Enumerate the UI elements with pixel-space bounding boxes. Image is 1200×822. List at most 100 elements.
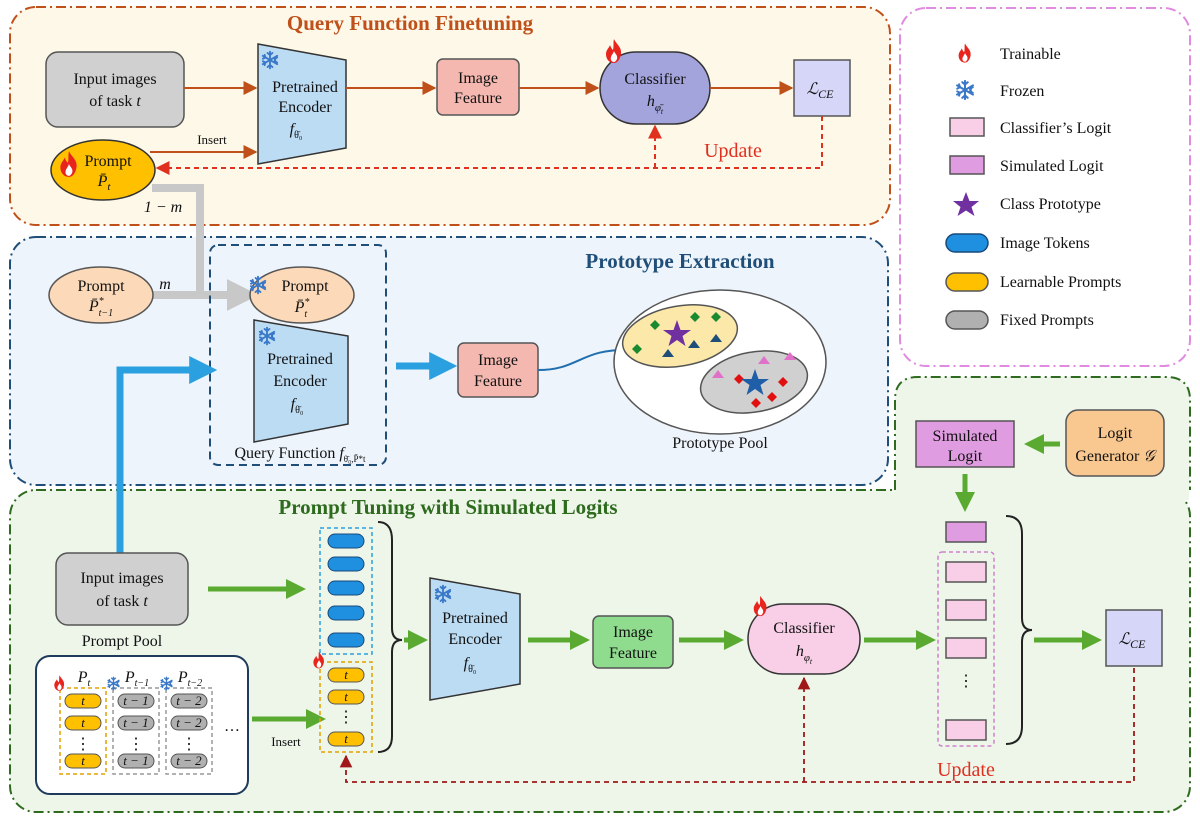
tuning-section-title: Prompt Tuning with Simulated Logits <box>278 495 617 519</box>
tuning-loss-box <box>1105 609 1163 667</box>
legend-label-fixed-prompts: Fixed Prompts <box>1000 312 1094 329</box>
svg-text:t: t <box>344 667 348 682</box>
pool-column-previous-1-header: Pt−1 <box>124 669 149 689</box>
simulated-logit-label-line1: Simulated <box>933 428 998 445</box>
cluster-1-points <box>632 312 722 357</box>
encoder-symbol: fθ̄₀ <box>290 121 303 141</box>
svg-text:t: t <box>81 715 85 730</box>
svg-text:t − 1: t − 1 <box>123 715 148 730</box>
feature-label-line2: Feature <box>609 645 657 662</box>
encoder-label-line1: Pretrained <box>272 79 338 96</box>
insert-label: Insert <box>197 132 227 147</box>
encoder-label-line1: Pretrained <box>442 610 508 627</box>
cluster-2-points <box>712 352 796 408</box>
classifier-label: Classifier <box>773 620 835 637</box>
simulated-logit-box <box>915 420 1015 468</box>
classifier-symbol: hφ̄t <box>647 93 664 116</box>
tokens-right-brace <box>377 521 403 753</box>
old-prompt <box>48 266 154 324</box>
pool-hdots: … <box>224 718 240 735</box>
tuning-pretrained-encoder <box>429 577 521 701</box>
prompt-symbol: P̄t <box>97 173 112 193</box>
encoder-symbol: fθ̄₀ <box>291 396 304 416</box>
svg-text:⋮: ⋮ <box>181 736 197 753</box>
svg-text:t − 2: t − 2 <box>176 693 202 708</box>
query-prompt <box>50 139 156 201</box>
svg-text:t: t <box>344 689 348 704</box>
blue-arrow-input-to-query <box>116 356 218 553</box>
prototype-pretrained-encoder <box>253 319 349 443</box>
insert-label: Insert <box>271 734 301 749</box>
classifier-logits-box <box>937 551 995 747</box>
star-icon <box>663 320 691 346</box>
query-section-title: Query Function Finetuning <box>287 11 534 35</box>
pool-tokens-previous-2: t − 2 t − 2 ⋮ t − 2 <box>170 693 208 769</box>
image-tokens <box>327 533 365 648</box>
legend-label-image-tokens: Image Tokens <box>1000 235 1090 252</box>
tuning-input-images-box <box>55 552 189 626</box>
old-prompt-symbol: P̄*t−1 <box>88 296 113 319</box>
svg-text:t: t <box>344 731 348 746</box>
feature-label-line2: Feature <box>474 373 522 390</box>
legend: Trainable Frozen Classifier’s Logit Simu… <box>945 43 1121 330</box>
update-label: Update <box>937 759 995 781</box>
learnable-prompts-box <box>319 661 373 753</box>
svg-text:t − 1: t − 1 <box>123 693 148 708</box>
svg-text:t: t <box>81 753 85 768</box>
query-function-box <box>209 244 387 466</box>
input-images-box <box>45 51 185 128</box>
tuning-update-dashed-path <box>339 668 1135 783</box>
simulated-logit-label-line2: Logit <box>948 448 983 465</box>
new-prompt <box>249 266 355 324</box>
pool-column-previous-1 <box>112 687 160 775</box>
classifier-logit-swatch <box>949 117 985 137</box>
feature-label-line2: Feature <box>454 90 502 107</box>
pool-tokens-previous-1: t − 1 t − 1 ⋮ t − 1 <box>117 693 155 769</box>
loss-symbol: ℒCE <box>807 81 835 101</box>
encoder-label-line2: Encoder <box>448 631 502 648</box>
old-prompt-label: Prompt <box>77 278 125 295</box>
legend-label-class-prototype: Class Prototype <box>1000 196 1101 213</box>
logit-generator-box <box>1065 409 1165 477</box>
input-images-label-line2: of task t <box>96 593 148 610</box>
simulated-logit-swatch <box>949 155 985 175</box>
encoder-label-line2: Encoder <box>278 99 332 116</box>
legend-label-learnable-prompts: Learnable Prompts <box>1000 274 1121 291</box>
new-prompt-symbol: P̄*t <box>294 297 310 320</box>
pool-column-previous-2-header: Pt−2 <box>177 669 202 689</box>
momentum-gray-arrow <box>152 184 259 311</box>
prototype-pool-label: Prototype Pool <box>672 435 768 452</box>
svg-text:t − 2: t − 2 <box>176 753 202 768</box>
svg-text:⋮: ⋮ <box>338 709 354 726</box>
query-pretrained-encoder <box>257 43 347 165</box>
encoder-label-line1: Pretrained <box>267 351 333 368</box>
legend-label-classifier-logit: Classifier’s Logit <box>1000 120 1112 137</box>
m-label: m <box>159 276 171 293</box>
classifier-logit-bars: ⋮ <box>945 561 987 741</box>
logits-right-brace <box>1005 515 1033 745</box>
query-function-label: Query Function fθ̄₀,P̄*t <box>234 445 366 464</box>
input-images-label-line1: Input images <box>73 71 156 88</box>
svg-text:⋮: ⋮ <box>958 673 974 690</box>
update-label: Update <box>704 140 762 162</box>
legend-label-simulated-logit: Simulated Logit <box>1000 158 1104 175</box>
fixed-prompt-swatch <box>945 310 989 330</box>
svg-text:t − 2: t − 2 <box>176 715 202 730</box>
image-tokens-box <box>319 527 373 655</box>
prompt-pool-label: Prompt Pool <box>82 633 163 650</box>
pool-column-previous-2 <box>165 687 213 775</box>
tuning-classifier <box>747 603 861 675</box>
pool-column-current <box>59 687 107 775</box>
pool-tokens-current: t t ⋮ t <box>64 693 102 769</box>
learnable-prompt-swatch <box>945 272 989 292</box>
svg-text:t − 1: t − 1 <box>123 753 148 768</box>
star-icon <box>741 369 769 395</box>
new-prompt-label: Prompt <box>281 278 329 295</box>
learnable-prompt-tokens: t t ⋮ t <box>327 667 365 747</box>
pool-column-current-header: Pt <box>77 669 91 689</box>
svg-text:t: t <box>81 693 85 708</box>
svg-text:⋮: ⋮ <box>75 736 91 753</box>
encoder-symbol: fθ̄₀ <box>464 655 477 675</box>
legend-label-frozen: Frozen <box>1000 83 1044 100</box>
